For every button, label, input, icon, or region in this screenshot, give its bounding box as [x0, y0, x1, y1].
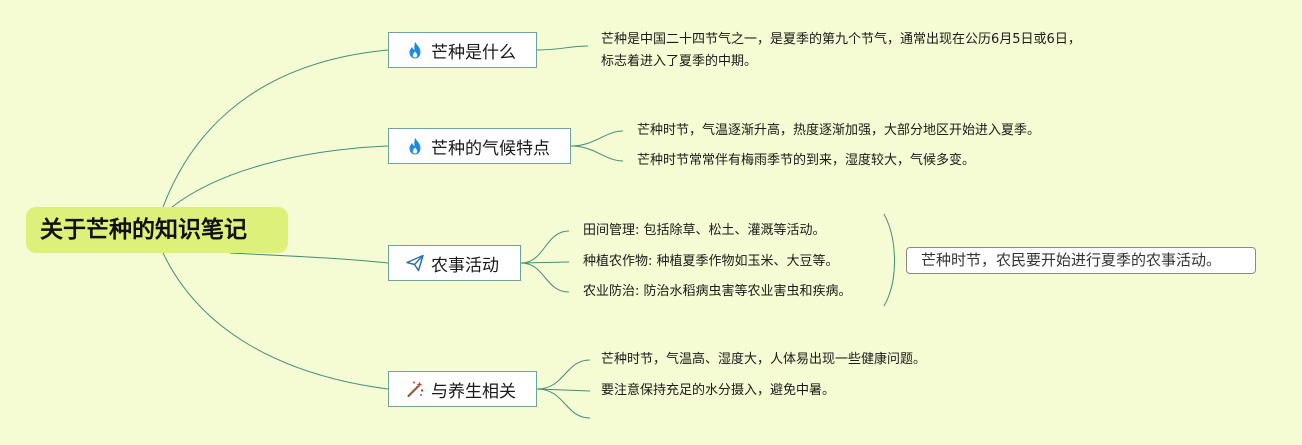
- connector-branch-1-leaf: [536, 45, 589, 51]
- paper-plane-icon: [405, 253, 425, 273]
- leaf-health-2[interactable]: 要注意保持充足的水分摄入，避免中暑。: [601, 383, 836, 398]
- connector-central-branch-4: [162, 252, 389, 390]
- connector-branch-4-leaf-1: [536, 359, 591, 390]
- fire-icon: [405, 136, 425, 156]
- connector-branch-3-leaf-2: [520, 261, 570, 264]
- central-topic-label: 关于芒种的知识笔记: [40, 217, 247, 243]
- magic-wand-icon: [405, 379, 425, 399]
- leaf-pest-control[interactable]: 农业防治: 防治水稻病虫害等农业害虫和疾病。: [583, 284, 852, 299]
- summary-brace: [883, 213, 895, 307]
- connector-branch-3-leaf-3: [520, 262, 570, 293]
- fire-icon: [405, 40, 425, 60]
- connector-central-branch-2: [171, 145, 389, 208]
- leaf-climate-1[interactable]: 芒种时节，气温逐渐升高，热度逐渐加强，大部分地区开始进入夏季。: [637, 123, 1041, 138]
- connector-central-branch-3: [229, 252, 389, 264]
- connector-branch-4-leaf-2: [536, 388, 591, 392]
- branch-farming-activities[interactable]: 农事活动: [388, 245, 521, 281]
- connector-central-branch-1: [162, 49, 389, 208]
- central-topic[interactable]: 关于芒种的知识笔记: [26, 207, 288, 253]
- branch-label: 农事活动: [431, 255, 499, 276]
- connector-branch-2-leaf-2: [570, 145, 624, 162]
- branch-label: 芒种是什么: [431, 42, 516, 63]
- branch-label: 与养生相关: [431, 381, 516, 402]
- leaf-what-is-mangzhong[interactable]: 芒种是中国二十四节气之一，是夏季的第九个节气，通常出现在公历6月5日或6日，标志…: [601, 32, 1081, 69]
- leaf-field-management[interactable]: 田间管理: 包括除草、松土、灌溉等活动。: [583, 223, 826, 238]
- connector-branch-4-leaf-3: [536, 388, 591, 419]
- leaf-climate-2[interactable]: 芒种时节常常伴有梅雨季节的到来，湿度较大，气候多变。: [637, 153, 976, 168]
- leaf-health-1[interactable]: 芒种时节，气温高、湿度大，人体易出现一些健康问题。: [601, 352, 927, 367]
- leaf-crop-planting[interactable]: 种植农作物: 种植夏季作物如玉米、大豆等。: [583, 254, 839, 269]
- connector-branch-2-leaf-1: [570, 130, 624, 147]
- summary-label: 芒种时节，农民要开始进行夏季的农事活动。: [921, 251, 1222, 269]
- branch-what-is-mangzhong[interactable]: 芒种是什么: [388, 32, 537, 68]
- branch-health-related[interactable]: 与养生相关: [388, 371, 537, 407]
- connector-branch-3-leaf-1: [520, 230, 570, 264]
- branch-label: 芒种的气候特点: [431, 138, 550, 159]
- summary-farming[interactable]: 芒种时节，农民要开始进行夏季的农事活动。: [906, 247, 1256, 274]
- branch-climate-features[interactable]: 芒种的气候特点: [388, 128, 571, 164]
